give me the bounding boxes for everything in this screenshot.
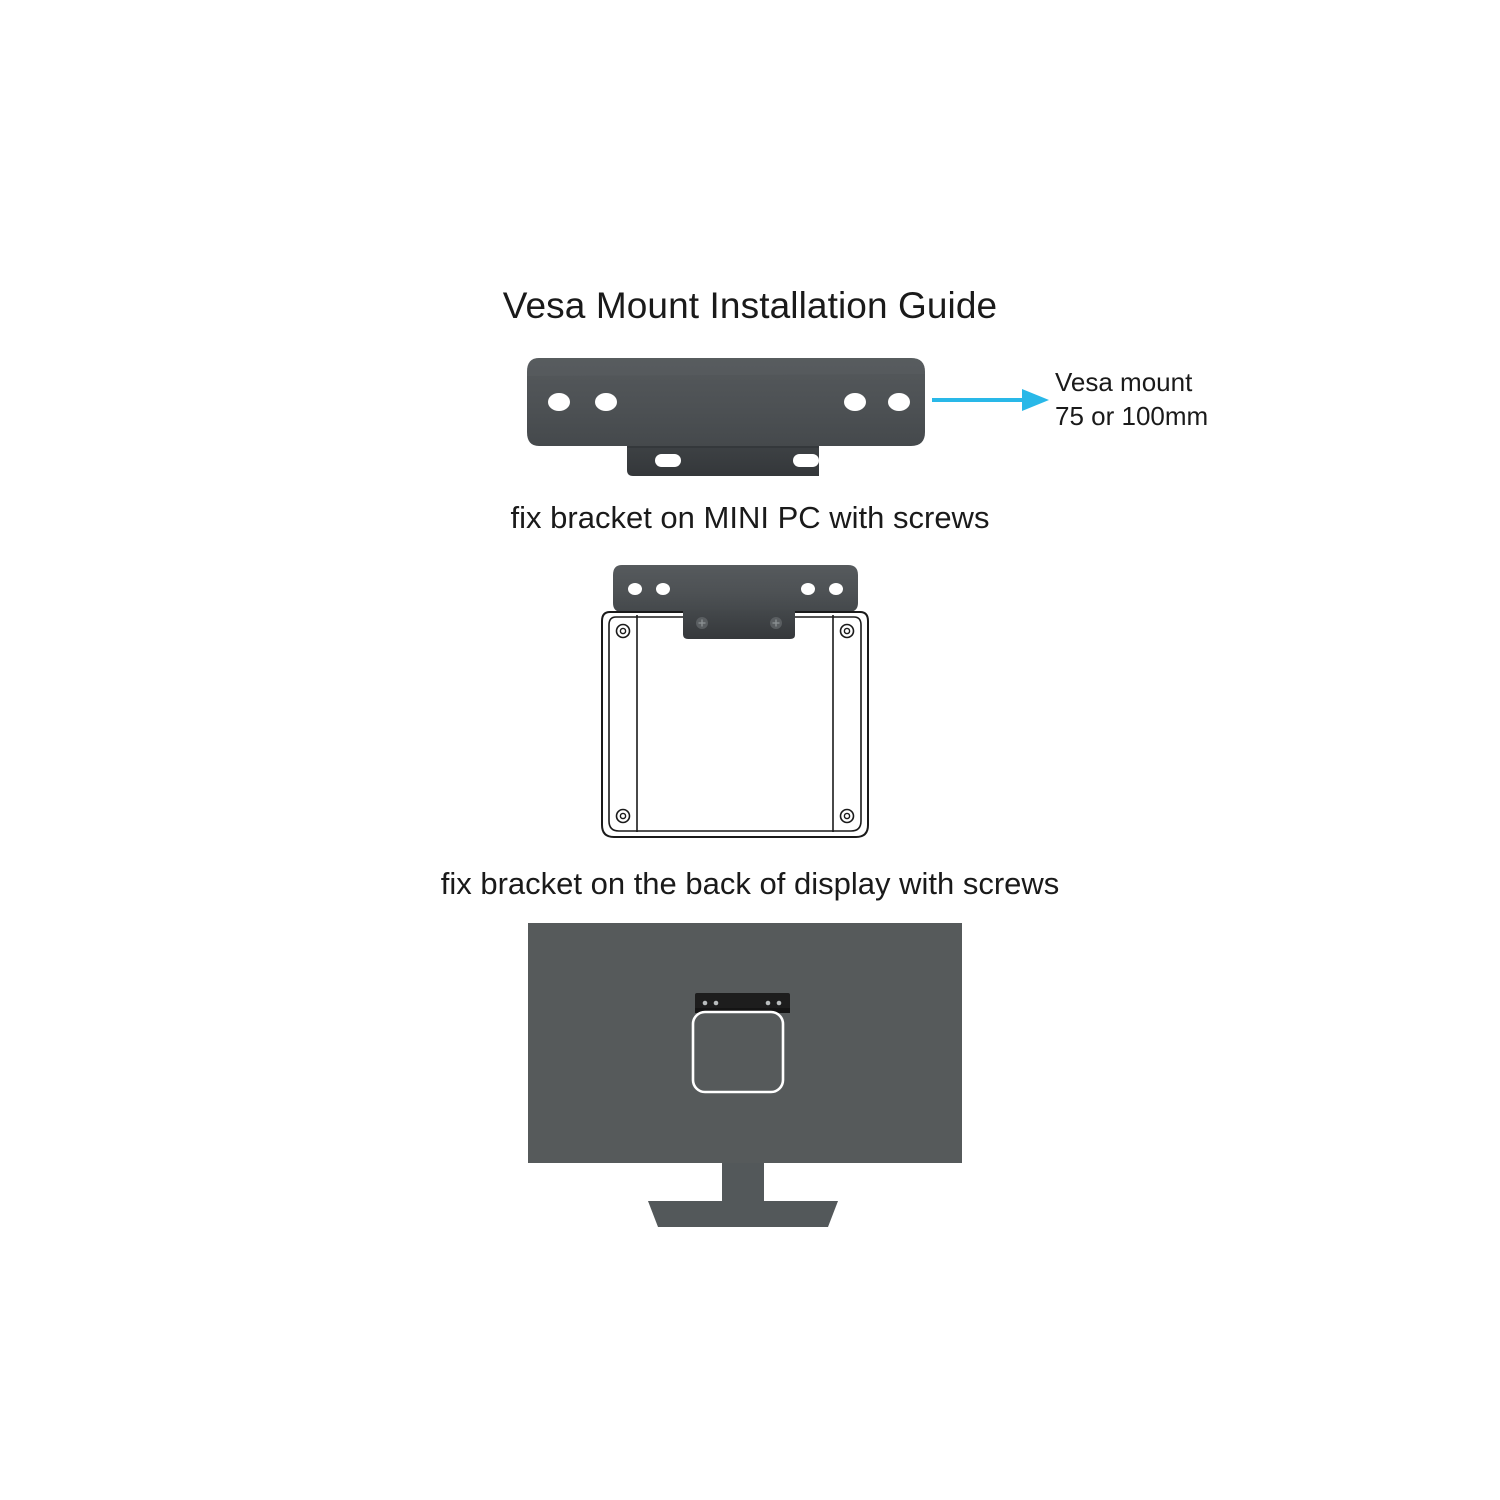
bracket-hole-dot [765,1000,771,1006]
monitor-panel [528,923,962,1163]
bracket-lower-tab [627,444,819,476]
bracket-main-plate [527,358,925,446]
mini-pc-corner-screw [615,623,631,639]
callout-arrow [930,380,1055,420]
bracket-hole-dot [702,1000,708,1006]
phillips-screw [770,617,782,629]
bracket-round-hole [656,583,670,595]
monitor-stand-neck [722,1163,764,1201]
bracket-round-hole [844,393,866,411]
page-title: Vesa Mount Installation Guide [502,285,998,326]
bracket-on-display [695,993,790,1013]
mini-pc-assembly-figure [580,555,890,855]
bracket-slot-hole [655,454,681,467]
callout-line-2: 75 or 100mm [1055,401,1209,431]
step-1-caption: fix bracket on MINI PC with screws [510,500,990,535]
mini-pc-corner-screw [615,808,631,824]
vesa-mount-callout: Vesa mount 75 or 100mm [1055,365,1208,433]
vesa-bracket-figure [525,350,945,490]
bracket-hole-dot [776,1000,782,1006]
bracket-round-hole [595,393,617,411]
bracket-lower-tab [683,610,795,639]
bracket-round-hole [888,393,910,411]
step-2-caption: fix bracket on the back of display with … [440,866,1060,901]
mini-pc-body [601,611,869,838]
bracket-slot-hole [793,454,819,467]
arrow-head-icon [1022,389,1049,411]
bracket-main-plate [613,565,858,612]
monitor-stand-base [648,1201,838,1227]
mini-pc-corner-screw [839,808,855,824]
bracket-round-hole [801,583,815,595]
mini-pc-outline [691,1010,785,1094]
bracket-round-hole [548,393,570,411]
bracket-round-hole [628,583,642,595]
callout-line-1: Vesa mount [1055,367,1193,397]
monitor-assembly-figure [510,915,980,1255]
mini-pc-corner-screw [839,623,855,639]
phillips-screw [696,617,708,629]
bracket-round-hole [829,583,843,595]
bracket-hole-dot [713,1000,719,1006]
